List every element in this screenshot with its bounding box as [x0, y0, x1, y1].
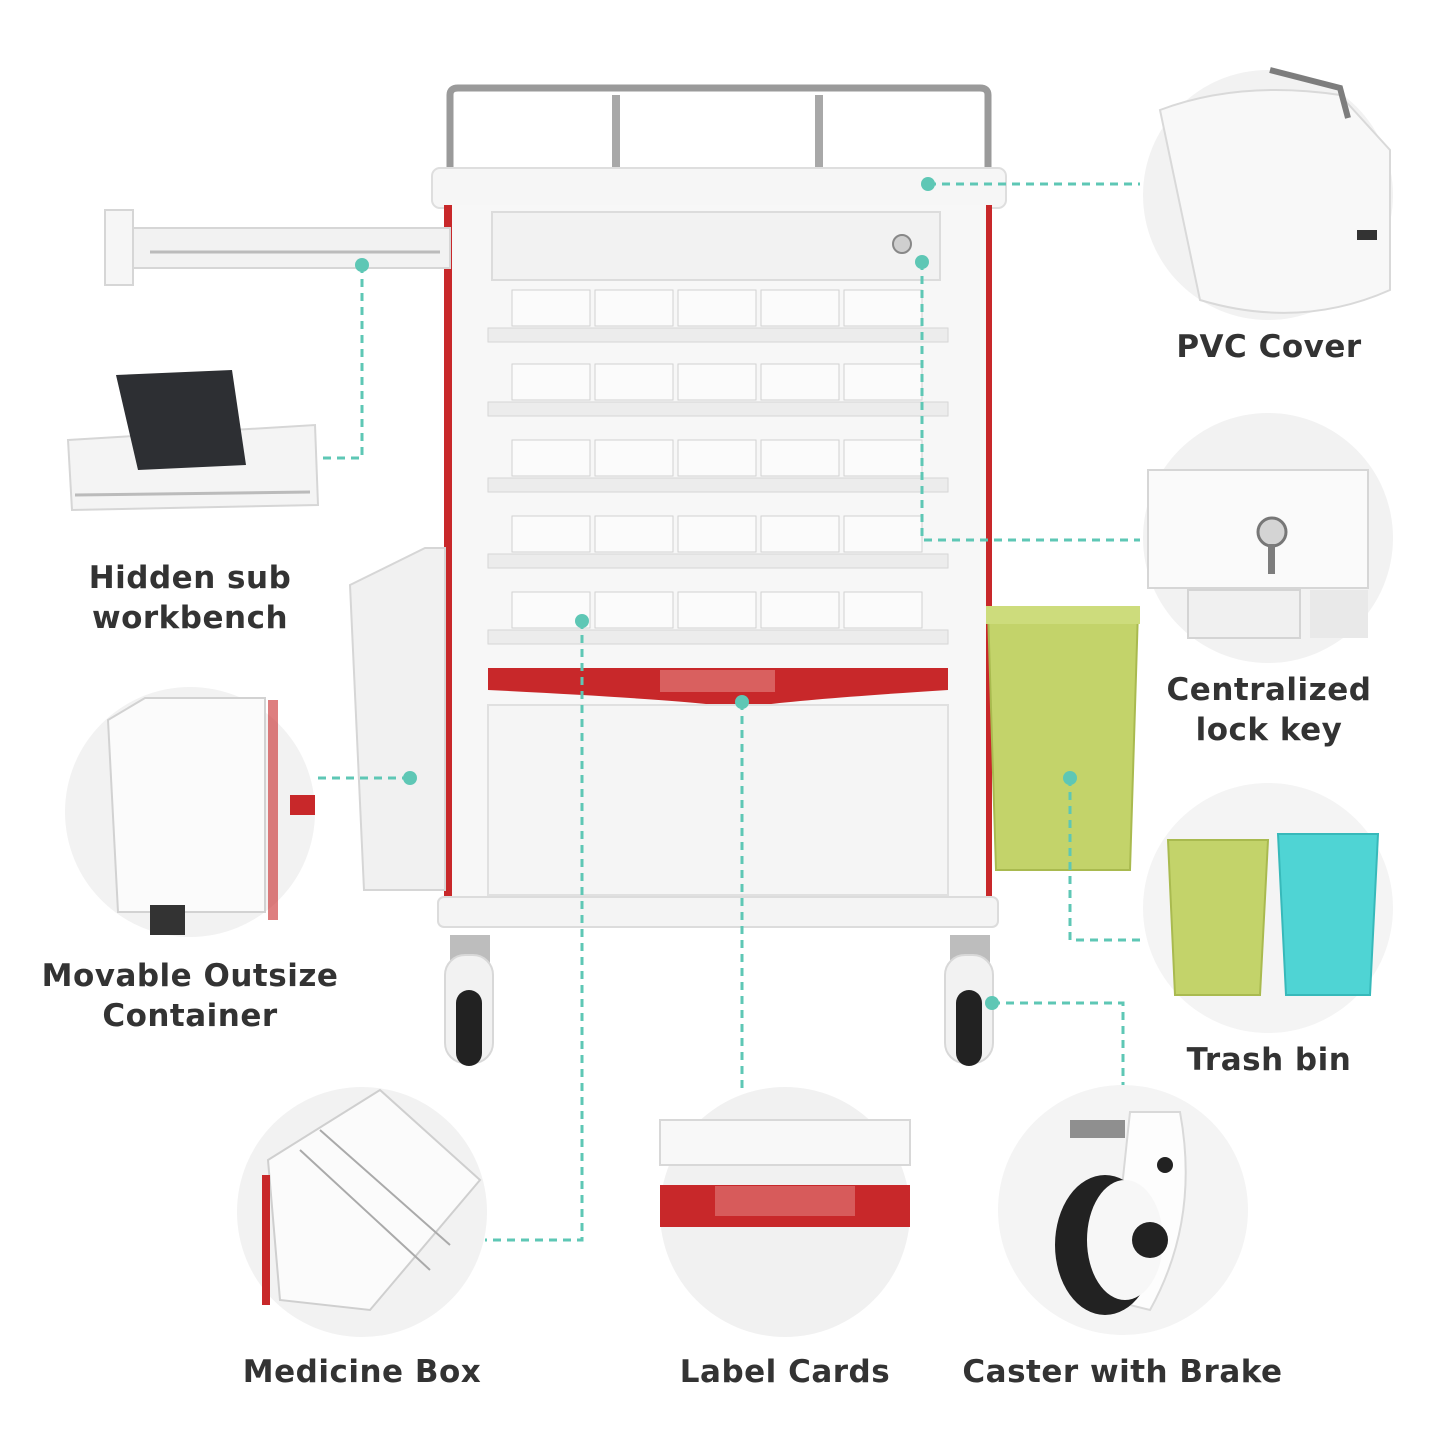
lock-key-line1: Centralized — [1166, 672, 1372, 708]
caster-detail — [998, 1085, 1248, 1335]
medicine-compartment — [511, 289, 591, 327]
lock-key-label: Centralized lock key — [1140, 670, 1398, 750]
leader-dots — [355, 177, 1077, 1010]
medicine-compartment — [677, 515, 757, 553]
medicine-compartment — [843, 439, 923, 477]
drawer-tray — [487, 401, 949, 417]
medicine-compartment — [843, 363, 923, 401]
drawer-tray — [487, 553, 949, 569]
medicine-compartment — [677, 591, 757, 629]
medicine-compartment — [511, 363, 591, 401]
medicine-compartment — [843, 289, 923, 327]
pvc-cover-label: PVC Cover — [1140, 327, 1398, 367]
medicine-compartment — [594, 363, 674, 401]
medicine-compartment — [677, 439, 757, 477]
medicine-compartment — [511, 439, 591, 477]
workbench-label: Hidden sub workbench — [50, 558, 330, 638]
drawer-rows — [487, 289, 949, 645]
medicine-compartment — [677, 363, 757, 401]
medicine-compartment — [594, 439, 674, 477]
caster-text: Caster with Brake — [962, 1354, 1283, 1390]
workbench-line2: workbench — [91, 600, 289, 636]
container-label: Movable Outsize Container — [20, 956, 360, 1036]
medicine-compartment — [677, 289, 757, 327]
medicine-compartment — [594, 289, 674, 327]
container-line1: Movable Outsize — [41, 958, 339, 994]
pvc-cover-text: PVC Cover — [1176, 329, 1362, 365]
medicine-compartment — [511, 515, 591, 553]
trash-bin-label: Trash bin — [1140, 1040, 1398, 1080]
medicine-compartment — [843, 515, 923, 553]
container-detail — [65, 687, 315, 937]
medicine-compartment — [760, 289, 840, 327]
lock-key-line2: lock key — [1195, 712, 1343, 748]
lock-detail — [1143, 413, 1393, 663]
medicine-compartment — [843, 591, 923, 629]
medicine-cart — [104, 84, 1140, 1066]
drawer-tray — [487, 477, 949, 493]
drawer-tray — [487, 327, 949, 343]
container-line2: Container — [102, 998, 278, 1034]
label-cards-detail — [659, 1087, 911, 1337]
caster-label: Caster with Brake — [945, 1352, 1300, 1392]
medicine-compartment — [760, 515, 840, 553]
drawer-tray — [487, 629, 949, 645]
workbench-detail — [66, 370, 320, 512]
workbench-line1: Hidden sub — [88, 560, 292, 596]
medicine-box-text: Medicine Box — [242, 1354, 482, 1390]
medicine-compartment — [760, 591, 840, 629]
leader-lines — [315, 182, 1140, 1242]
label-cards-text: Label Cards — [679, 1354, 891, 1390]
medicine-compartment — [760, 363, 840, 401]
medicine-compartment — [760, 439, 840, 477]
trash-bin-detail — [1143, 783, 1393, 1033]
medicine-compartment — [594, 515, 674, 553]
medicine-compartment — [594, 591, 674, 629]
medicine-box-detail — [237, 1087, 487, 1337]
pvc-cover-detail — [1143, 67, 1393, 320]
medicine-box-label: Medicine Box — [222, 1352, 502, 1392]
trash-bin-text: Trash bin — [1186, 1042, 1352, 1078]
label-cards-label: Label Cards — [650, 1352, 920, 1392]
